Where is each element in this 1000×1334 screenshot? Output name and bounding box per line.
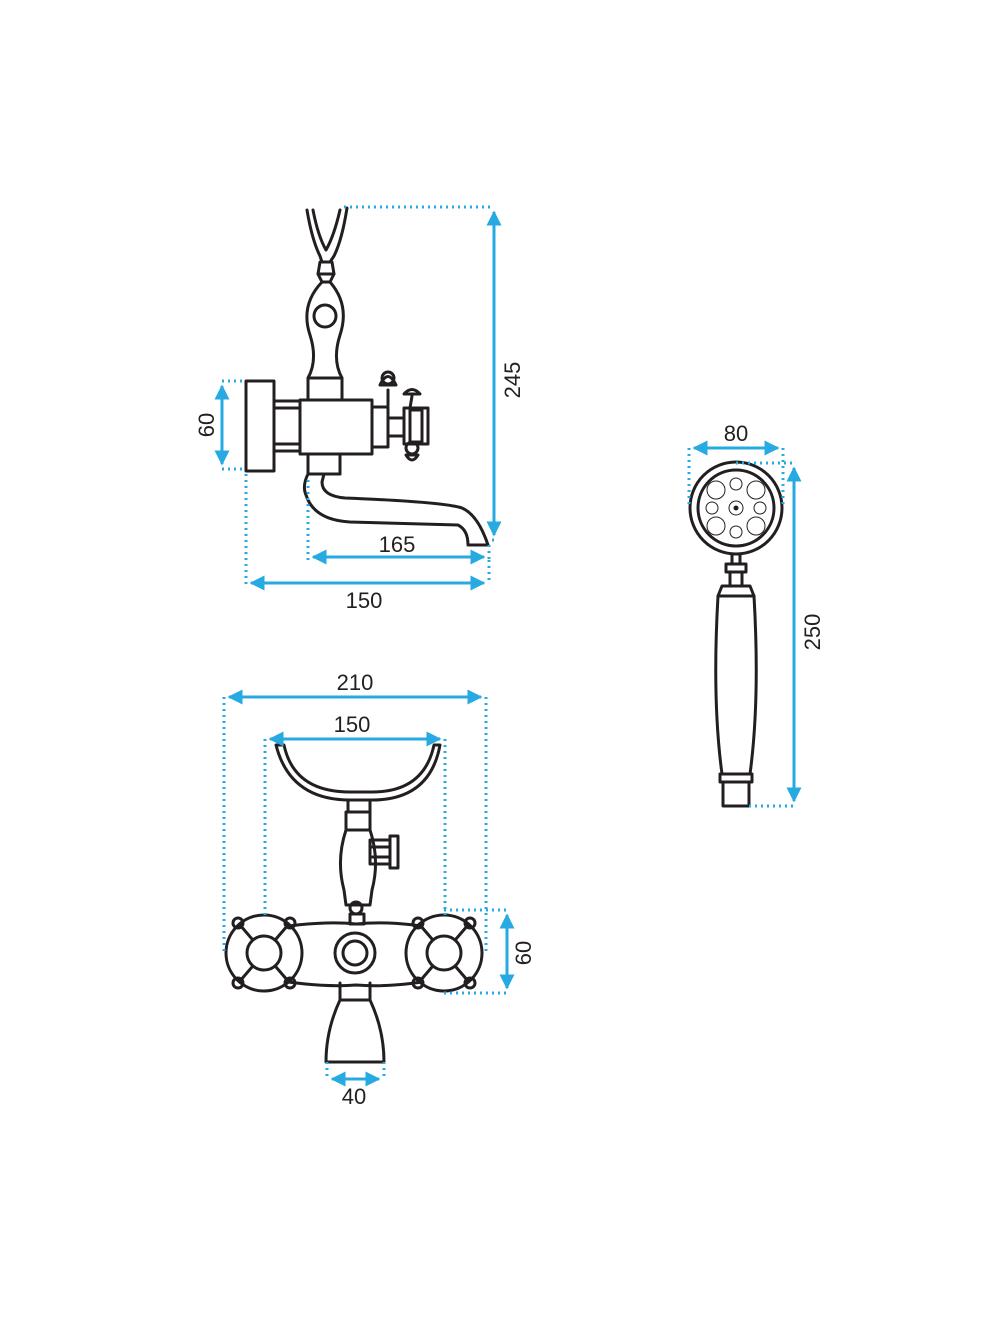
handle-height-label: 60	[511, 941, 536, 965]
mixer-body	[298, 398, 374, 456]
side-view: 245 60 165 150	[194, 205, 525, 613]
shower-handle-thread	[721, 780, 751, 808]
front-spout	[324, 981, 386, 1064]
wall-height-label: 60	[194, 413, 219, 437]
side-spout	[302, 452, 490, 547]
side-handle	[402, 406, 430, 446]
overall-width-label: 210	[337, 670, 374, 695]
wall-flange	[244, 379, 276, 473]
depth-label: 150	[346, 588, 383, 613]
head-diameter-label: 80	[724, 421, 748, 446]
cradle-width-label: 150	[334, 712, 371, 737]
center-knob-inner	[341, 939, 369, 967]
riser-bulb-ring	[312, 303, 338, 329]
hand-shower: 80 250	[687, 421, 825, 808]
height-label: 245	[500, 362, 525, 399]
center-knob-outer	[333, 931, 377, 975]
spout-width-label: 40	[342, 1084, 366, 1109]
shower-handle	[714, 584, 758, 776]
shower-head-nozzles	[705, 477, 767, 539]
spout-reach-label: 165	[379, 532, 416, 557]
shower-head-inner	[696, 468, 776, 548]
front-view: 210 150 60 40	[222, 670, 536, 1109]
handshower-cradle	[274, 743, 442, 802]
length-label: 250	[800, 614, 825, 651]
